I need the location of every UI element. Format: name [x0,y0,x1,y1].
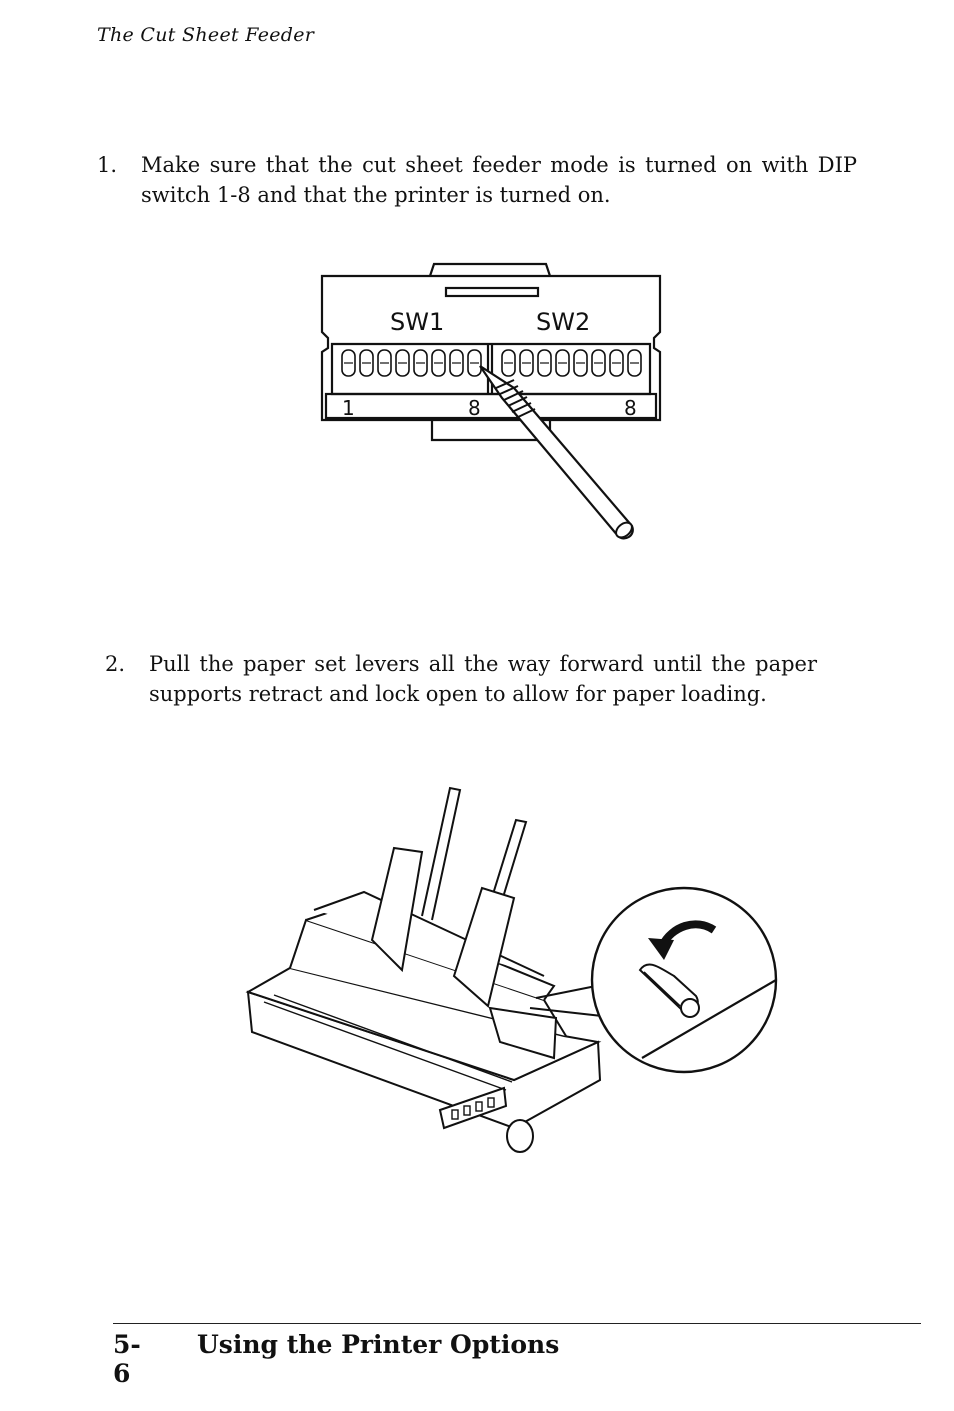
dip-switch-illustration: SW1 SW2 1 8 8 [320,262,662,540]
page-number: 5-6 [113,1330,141,1388]
running-header: The Cut Sheet Feeder [97,24,315,46]
sw2-switch-row [501,349,642,377]
step-number: 1. [97,153,118,177]
sw1-last-number: 8 [468,396,481,420]
pen-icon [479,365,634,540]
curved-arrow-icon [648,920,717,960]
instruction-step-2: 2. Pull the paper set levers all the way… [105,649,817,711]
printer-cut-sheet-feeder-illustration [245,786,778,1153]
sw1-switch-row [341,349,482,377]
section-title: Using the Printer Options [197,1330,560,1359]
sw2-last-number: 8 [624,396,637,420]
step-text: Pull the paper set levers all the way fo… [149,652,817,706]
sw1-first-number: 1 [342,396,355,420]
lever-detail-callout [590,886,778,1074]
sw1-label: SW1 [390,308,444,336]
footer-divider [113,1323,921,1324]
step-number: 2. [105,652,126,676]
step-text: Make sure that the cut sheet feeder mode… [141,153,857,207]
instruction-step-1: 1. Make sure that the cut sheet feeder m… [97,150,857,212]
sw2-label: SW2 [536,308,590,336]
